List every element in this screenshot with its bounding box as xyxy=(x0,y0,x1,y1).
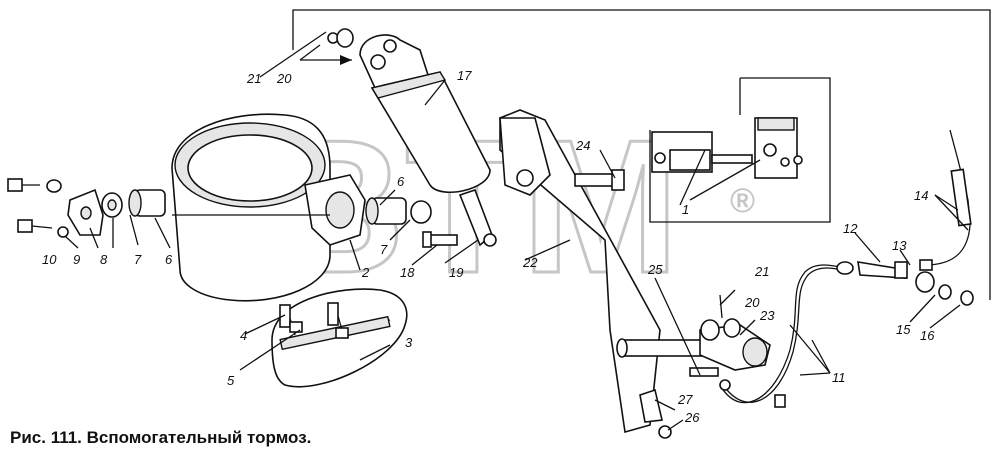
callout-3: 3 xyxy=(405,335,413,350)
callout-17: 17 xyxy=(457,68,472,83)
callout-26: 26 xyxy=(684,410,700,425)
callout-25: 25 xyxy=(647,262,663,277)
outer-frame-line xyxy=(292,9,991,300)
callout-7-left: 7 xyxy=(134,252,142,267)
callout-8: 8 xyxy=(100,252,108,267)
callout-21-top: 21 xyxy=(246,71,261,86)
brake-cylinder xyxy=(359,34,497,247)
callout-14: 14 xyxy=(914,188,928,203)
cable-assembly xyxy=(719,129,974,408)
figure-caption: Рис. 111. Вспомогательный тормоз. xyxy=(10,428,312,447)
callout-21-right: 21 xyxy=(754,264,769,279)
callout-6-center: 6 xyxy=(397,174,405,189)
callout-7-center: 7 xyxy=(380,242,388,257)
callout-20-right: 20 xyxy=(744,295,760,310)
brake-housing xyxy=(171,113,366,302)
watermark-registered-mark: ® xyxy=(730,182,755,220)
callout-labels: 1 2 3 4 5 6 6 7 7 8 9 10 11 12 13 14 15 … xyxy=(42,68,935,425)
callout-24: 24 xyxy=(575,138,590,153)
callout-12: 12 xyxy=(843,221,858,236)
callout-23: 23 xyxy=(759,308,775,323)
callout-6-left: 6 xyxy=(165,252,173,267)
bolts-4-5 xyxy=(279,302,349,339)
frame-lines xyxy=(292,9,991,300)
callout-22: 22 xyxy=(522,255,538,270)
callout-19: 19 xyxy=(449,265,463,280)
callout-16: 16 xyxy=(920,328,935,343)
callout-4: 4 xyxy=(240,328,247,343)
callout-13: 13 xyxy=(892,238,907,253)
callout-18: 18 xyxy=(400,265,415,280)
left-fasteners xyxy=(7,178,166,238)
leader-lines xyxy=(64,31,969,431)
callout-15: 15 xyxy=(896,322,911,337)
inset-frame-line xyxy=(649,77,831,223)
callout-2: 2 xyxy=(361,265,370,280)
callout-27: 27 xyxy=(677,392,693,407)
valve-inset xyxy=(651,117,803,179)
callout-10: 10 xyxy=(42,252,57,267)
callout-20-top: 20 xyxy=(276,71,292,86)
callout-5: 5 xyxy=(227,373,235,388)
shaft-bracket xyxy=(616,294,771,377)
callout-11: 11 xyxy=(832,370,846,385)
callout-1: 1 xyxy=(682,202,689,217)
callout-9: 9 xyxy=(73,252,80,267)
